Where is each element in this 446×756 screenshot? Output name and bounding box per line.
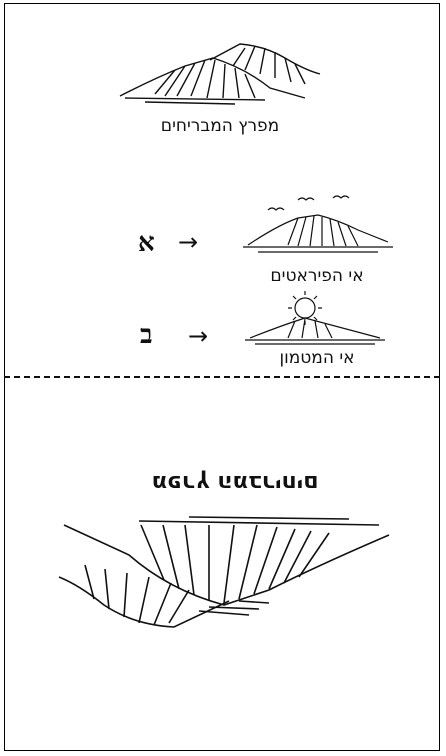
route-a-arrow: → bbox=[178, 228, 199, 256]
island-with-sun-icon bbox=[245, 291, 385, 345]
fold-line bbox=[4, 376, 440, 378]
treasure-island-caption: אי המטמון bbox=[279, 348, 355, 368]
mountains-sketch-icon bbox=[119, 43, 321, 105]
island-with-birds-icon bbox=[243, 195, 393, 253]
pirate-island-caption: אי הפיראטים bbox=[270, 266, 364, 286]
mountains-sketch-large-icon bbox=[58, 516, 390, 628]
route-b-arrow: → bbox=[188, 322, 209, 350]
route-b-letter: ב bbox=[140, 320, 153, 350]
route-a-letter: א bbox=[138, 228, 155, 258]
mountain-caption: מפרץ המבריחים bbox=[160, 116, 280, 136]
flipped-mountain-caption: מפרץ המבריחים bbox=[151, 470, 319, 495]
